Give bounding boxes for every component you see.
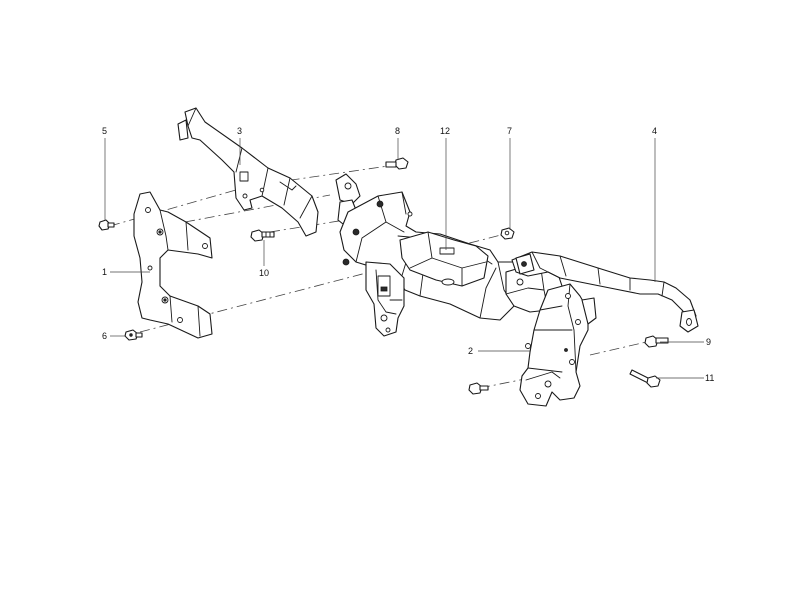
callout-4: 4 xyxy=(652,126,657,136)
callout-5: 5 xyxy=(102,126,107,136)
part-1-side-plate xyxy=(133,191,213,339)
fastener-9-bolt xyxy=(644,335,669,348)
part-2-side-plate xyxy=(519,283,597,407)
fastener-6-bolt xyxy=(124,329,143,341)
callout-9: 9 xyxy=(706,337,711,347)
fastener-10-bolt xyxy=(250,229,275,242)
callout-leaders xyxy=(104,138,704,379)
callout-10: 10 xyxy=(259,268,269,278)
callout-12: 12 xyxy=(440,126,450,136)
callout-3: 3 xyxy=(237,126,242,136)
callout-6: 6 xyxy=(102,331,107,341)
callout-11: 11 xyxy=(705,373,714,383)
callout-labels: 5 1 6 3 10 8 12 7 4 2 9 11 xyxy=(102,126,714,383)
fastener-bolt-lower xyxy=(468,382,489,395)
callout-7: 7 xyxy=(507,126,512,136)
fastener-8-bolt xyxy=(385,157,409,170)
fastener-5-bolt xyxy=(98,219,115,231)
fastener-11-bolt xyxy=(629,369,661,388)
part-4-long-arm xyxy=(511,251,699,333)
part-3-bracket-arm xyxy=(177,107,319,237)
fastener-7-nut xyxy=(500,227,515,240)
callout-2: 2 xyxy=(468,346,473,356)
callout-8: 8 xyxy=(395,126,400,136)
callout-1: 1 xyxy=(102,267,107,277)
